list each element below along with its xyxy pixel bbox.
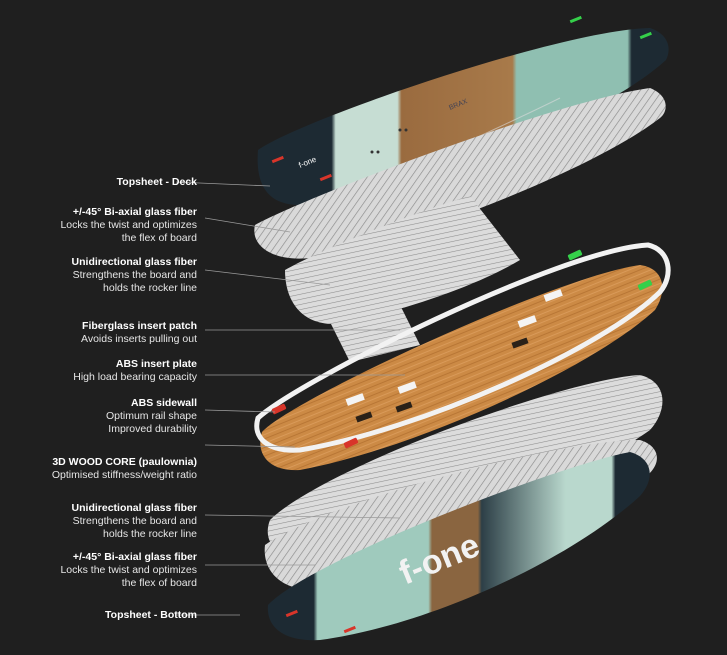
deck-green-pad-icon (639, 31, 652, 40)
sidewall-red-insert-icon (343, 437, 359, 449)
topsheet-deck-layer: f-one BRAX (257, 15, 669, 205)
label-abs-insert-plate: ABS insert plate High load bearing capac… (73, 358, 197, 383)
label-biaxial-top: +/-45° Bi-axial glass fiber Locks the tw… (60, 206, 197, 244)
sidewall-red-insert-icon (271, 403, 287, 415)
insert-patch-layer (330, 305, 420, 362)
label-topsheet-deck: Topsheet - Deck (116, 176, 197, 188)
sidewall-green-insert-icon (637, 279, 653, 291)
leader-lines (175, 181, 405, 616)
label-abs-sidewall: ABS sidewall Optimum rail shape Improved… (105, 397, 197, 435)
bottom-red-pad-icon (285, 609, 298, 618)
biaxial-fiber-top-layer (254, 88, 666, 259)
label-insert-patch: Fiberglass insert patch Avoids inserts p… (81, 320, 197, 345)
abs-sidewall-frame (254, 242, 671, 453)
abs-insert-plates (345, 289, 563, 423)
deck-green-pad-icon (569, 15, 582, 24)
deck-red-pad-icon (319, 173, 332, 182)
label-topsheet-bottom: Topsheet - Bottom (105, 609, 197, 621)
label-wood-core: 3D WOOD CORE (paulownia) Optimised stiff… (51, 456, 197, 481)
topsheet-bottom-layer: f-one (267, 452, 650, 641)
label-biaxial-bottom: +/-45° Bi-axial glass fiber Locks the tw… (60, 551, 197, 589)
deck-red-pad-icon (271, 155, 284, 164)
label-unidirectional-top: Unidirectional glass fiber Strengthens t… (71, 256, 197, 294)
unidirectional-fiber-top-layer (285, 196, 520, 324)
bottom-red-pad-icon (343, 625, 356, 634)
label-unidirectional-bottom: Unidirectional glass fiber Strengthens t… (71, 502, 197, 540)
sidewall-green-insert-icon (567, 249, 583, 261)
